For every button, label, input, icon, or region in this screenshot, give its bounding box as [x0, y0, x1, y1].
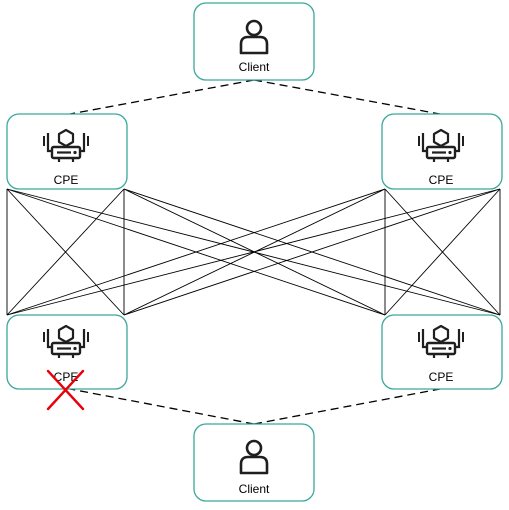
- client-label: Client: [239, 482, 270, 496]
- dashed-link-client-top-to-cpe-right: [253, 79, 441, 115]
- cpe-label: CPE: [429, 370, 454, 384]
- mesh-link: [6, 188, 125, 316]
- cpe-node-bottom-right[interactable]: CPE: [381, 314, 503, 390]
- client-links: [69, 79, 441, 425]
- cpe-node-top-right[interactable]: CPE: [381, 113, 503, 190]
- cpe-label: CPE: [429, 173, 454, 187]
- cpe-node-bottom-left[interactable]: CPE: [6, 314, 128, 411]
- mesh-link: [384, 188, 501, 316]
- mesh-link: [6, 188, 501, 316]
- mesh-link: [123, 188, 501, 316]
- dashed-link-client-bottom-to-cpe-left: [69, 388, 255, 425]
- cpe-label: CPE: [54, 370, 79, 384]
- client-node-top[interactable]: Client: [193, 2, 315, 81]
- client-label: Client: [239, 60, 270, 74]
- dashed-link-client-top-to-cpe-left: [69, 79, 255, 115]
- client-node-bottom[interactable]: Client: [193, 423, 315, 502]
- cpe-node-top-left[interactable]: CPE: [6, 113, 128, 190]
- mesh-links: [6, 188, 501, 316]
- red-x-failure-icon: [46, 369, 85, 411]
- dashed-link-client-bottom-to-cpe-right: [253, 388, 441, 425]
- mesh-link: [6, 188, 386, 316]
- cpe-label: CPE: [54, 173, 79, 187]
